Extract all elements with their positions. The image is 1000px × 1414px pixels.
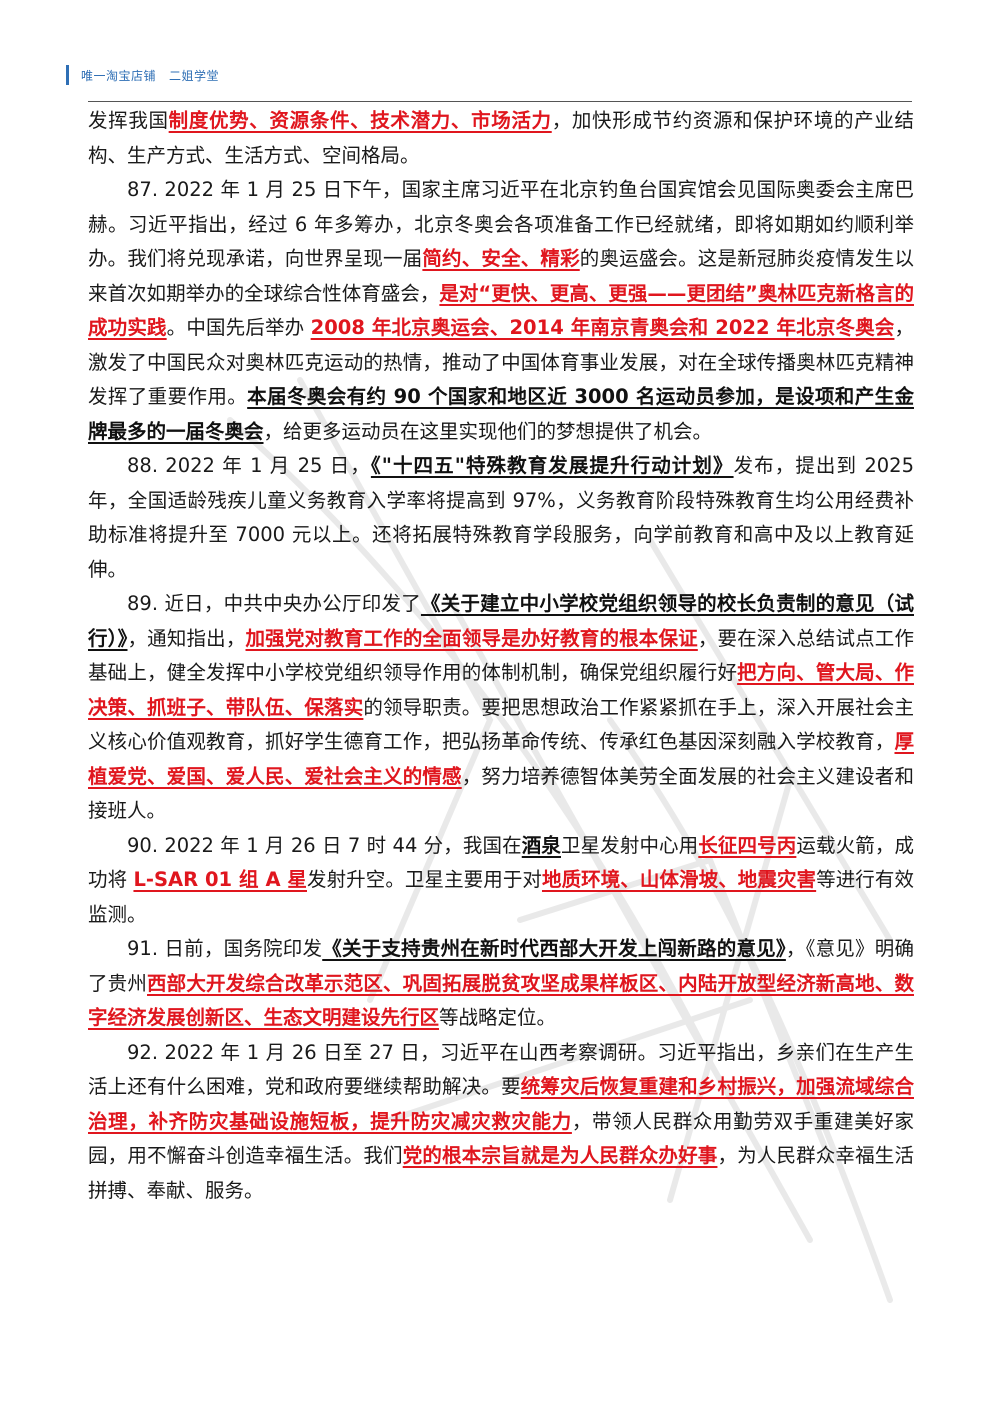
emphasis-red-text: 制度优势、资源条件、技术潜力、市场活力 (168, 109, 552, 132)
body-text: 92. 2022 年 1 月 26 日至 27 日，习近平在山西考察调研。习近平… (88, 1040, 914, 1099)
emphasis-red-text: 2008 年北京奥运会、2014 年南京青奥会和 2022 年北京冬奥会 (310, 316, 895, 339)
body-text: 发布，提出到 2025 年，全国适龄残疾儿童义务教育入学率将提高到 97%，义务… (88, 454, 914, 581)
paragraph: 91. 日前，国务院印发《关于支持贵州在新时代西部大开发上闯新路的意见》，《意见… (88, 932, 914, 1036)
emphasis-bold-text: 《关于支持贵州在新时代西部大开发上闯新路的意见》 (322, 937, 786, 960)
document-body: 发挥我国制度优势、资源条件、技术潜力、市场活力，加快形成节约资源和保护环境的产业… (88, 104, 914, 1208)
emphasis-red-text: 加强党对教育工作的全面领导是办好教育的根本保证 (245, 626, 698, 650)
emphasis-bold-text: 本届冬奥会有约 90 个国家和地区近 3000 名运动员参加，是设项和产生金牌最… (88, 385, 914, 443)
body-text: 卫星发射中心用 (560, 833, 699, 857)
body-text: ，努力培养德智体美劳全面发展的社会主义建设者和接班人。 (88, 764, 914, 823)
emphasis-red-text: 是对“更快、更高、更强——更团结”奥林匹克新格言的成功实践 (88, 281, 914, 340)
body-text: 89. 近日，中共中央办公厅印发了 (127, 592, 421, 615)
body-text: 的领导职责。要把思想政治工作紧紧抓在手上，深入开展社会主义核心价值观教育，抓好学… (88, 695, 914, 754)
body-text: 87. 2022 年 1 月 25 日下午，国家主席习近平在北京钓鱼台国宾馆会见… (88, 178, 914, 270)
emphasis-red-text: 统筹灾后恢复重建和乡村振兴，加强流域综合治理，补齐防灾基础设施短板，提升防灾减灾… (88, 1075, 914, 1133)
page-header: 唯一淘宝店铺 二姐学堂 (66, 64, 219, 86)
emphasis-bold-text: 酒泉 (521, 833, 561, 857)
header-accent-bar (66, 65, 69, 85)
paragraph: 87. 2022 年 1 月 25 日下午，国家主席习近平在北京钓鱼台国宾馆会见… (88, 173, 914, 449)
body-text: 运载火箭，成功将 (88, 833, 914, 892)
emphasis-red-text: 长征四号丙 (698, 833, 797, 857)
emphasis-red-text: 地质环境、山体滑坡、地震灾害 (541, 868, 817, 891)
paragraph: 92. 2022 年 1 月 26 日至 27 日，习近平在山西考察调研。习近平… (88, 1036, 914, 1209)
body-text: ，为人民群众幸福生活拼搏、奉献、服务。 (88, 1144, 914, 1202)
body-text: 发挥我国 (88, 109, 169, 132)
paragraph: 发挥我国制度优势、资源条件、技术潜力、市场活力，加快形成节约资源和保护环境的产业… (88, 104, 914, 173)
body-text: ，给更多运动员在这里实现他们的梦想提供了机会。 (263, 419, 713, 443)
emphasis-red-text: 简约、安全、精彩 (422, 247, 580, 270)
body-text: ，要在深入总结试点工作基础上，健全发挥中小学校党组织领导作用的体制机制，确保党组… (88, 626, 914, 685)
body-text: 90. 2022 年 1 月 26 日 7 时 44 分，我国在 (127, 833, 522, 857)
paragraph: 89. 近日，中共中央办公厅印发了《关于建立中小学校党组织领导的校长负责制的意见… (88, 587, 914, 829)
body-text: 等战略定位。 (439, 1006, 557, 1029)
emphasis-red-text: 西部大开发综合改革示范区、巩固拓展脱贫攻坚成果样板区、内陆开放型经济新高地、数字… (88, 971, 914, 1030)
body-text: ，《意见》明确了贵州 (88, 937, 914, 995)
emphasis-red-text: 厚植爱党、爱国、爱人民、爱社会主义的情感 (88, 730, 914, 788)
paragraph: 88. 2022 年 1 月 25 日，《"十四五"特殊教育发展提升行动计划》发… (88, 449, 914, 587)
body-text: 88. 2022 年 1 月 25 日， (127, 454, 371, 477)
emphasis-bold-text: 《"十四五"特殊教育发展提升行动计划》 (370, 454, 734, 477)
body-text: 的奥运盛会。这是新冠肺炎疫情发生以来首次如期举办的全球综合性体育盛会， (88, 247, 914, 305)
emphasis-red-text: 把方向、管大局、作决策、抓班子、带队伍、保落实 (88, 661, 914, 719)
body-text: ，加快形成节约资源和保护环境的产业结构、生产方式、生活方式、空间格局。 (88, 109, 914, 167)
body-text: 等进行有效监测。 (88, 868, 914, 926)
body-text: ，激发了中国民众对奥林匹克运动的热情，推动了中国体育事业发展，对在全球传播奥林匹… (88, 316, 914, 408)
body-text: 。中国先后举办 (166, 316, 311, 339)
body-text: 发射升空。卫星主要用于对 (307, 868, 542, 891)
body-text: ，带领人民群众用勤劳双手重建美好家园，用不懈奋斗创造幸福生活。我们 (88, 1109, 914, 1168)
emphasis-red-text: L-SAR 01 组 A 星 (133, 868, 307, 891)
header-text: 唯一淘宝店铺 二姐学堂 (81, 68, 219, 83)
header-divider (88, 101, 912, 102)
body-text: 91. 日前，国务院印发 (127, 937, 323, 960)
body-text: ，通知指出， (127, 626, 246, 650)
emphasis-bold-text: 《关于建立中小学校党组织领导的校长负责制的意见（试行）》 (88, 592, 914, 650)
paragraph: 90. 2022 年 1 月 26 日 7 时 44 分，我国在酒泉卫星发射中心… (88, 829, 914, 933)
emphasis-red-text: 党的根本宗旨就是为人民群众办好事 (402, 1144, 718, 1167)
